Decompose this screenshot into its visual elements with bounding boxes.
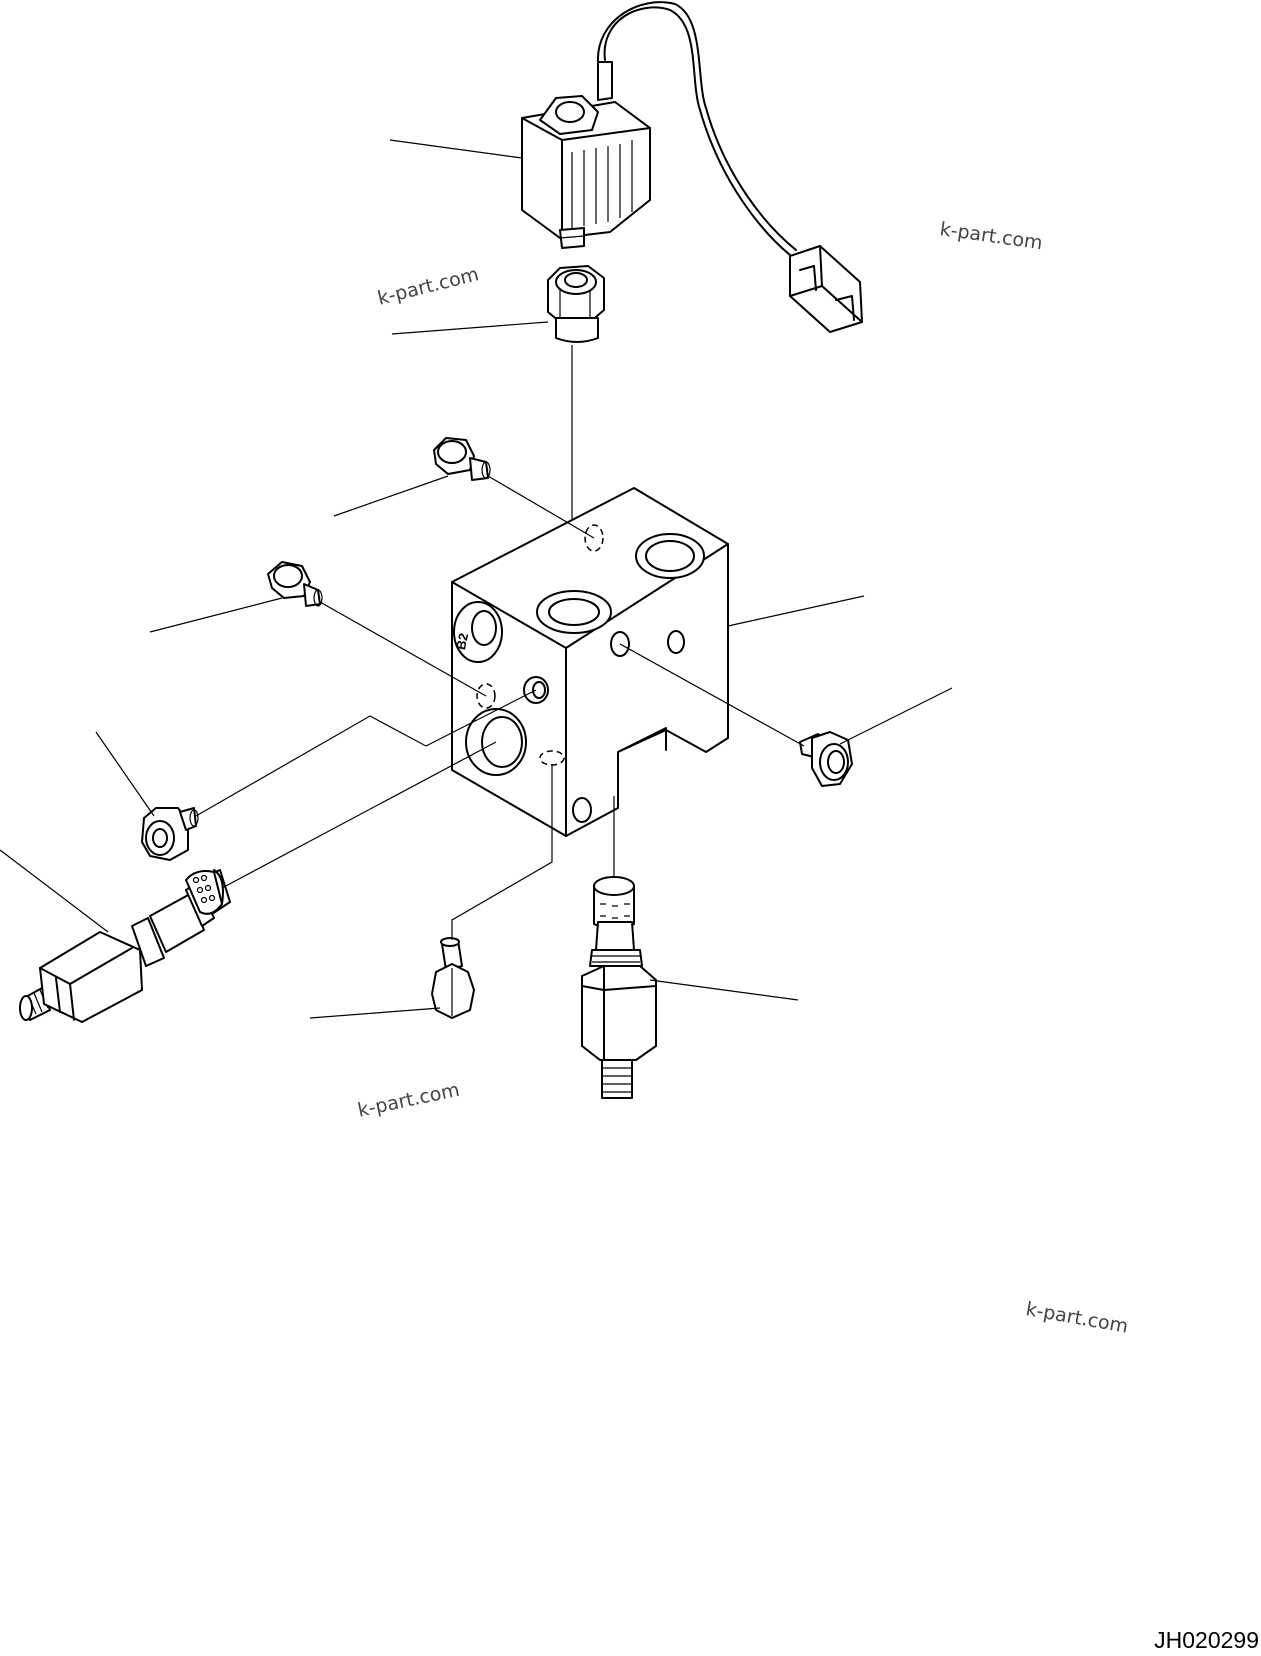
leader-lines (0, 139, 953, 1019)
relief-valve-left-part (19, 869, 231, 1023)
drawing-code: JH020299 (1154, 1627, 1259, 1653)
plug-right-part (799, 731, 853, 787)
plug-bottom-part (431, 937, 475, 1019)
solenoid-nut-part (547, 265, 605, 343)
valve-block-part (451, 487, 729, 837)
plug-lower-left-part (141, 807, 199, 861)
plug-left-part (267, 561, 323, 607)
relief-valve-bottom-part (581, 796, 657, 1099)
plug-upper-part (433, 437, 491, 481)
solenoid-coil-part (521, 1, 863, 333)
